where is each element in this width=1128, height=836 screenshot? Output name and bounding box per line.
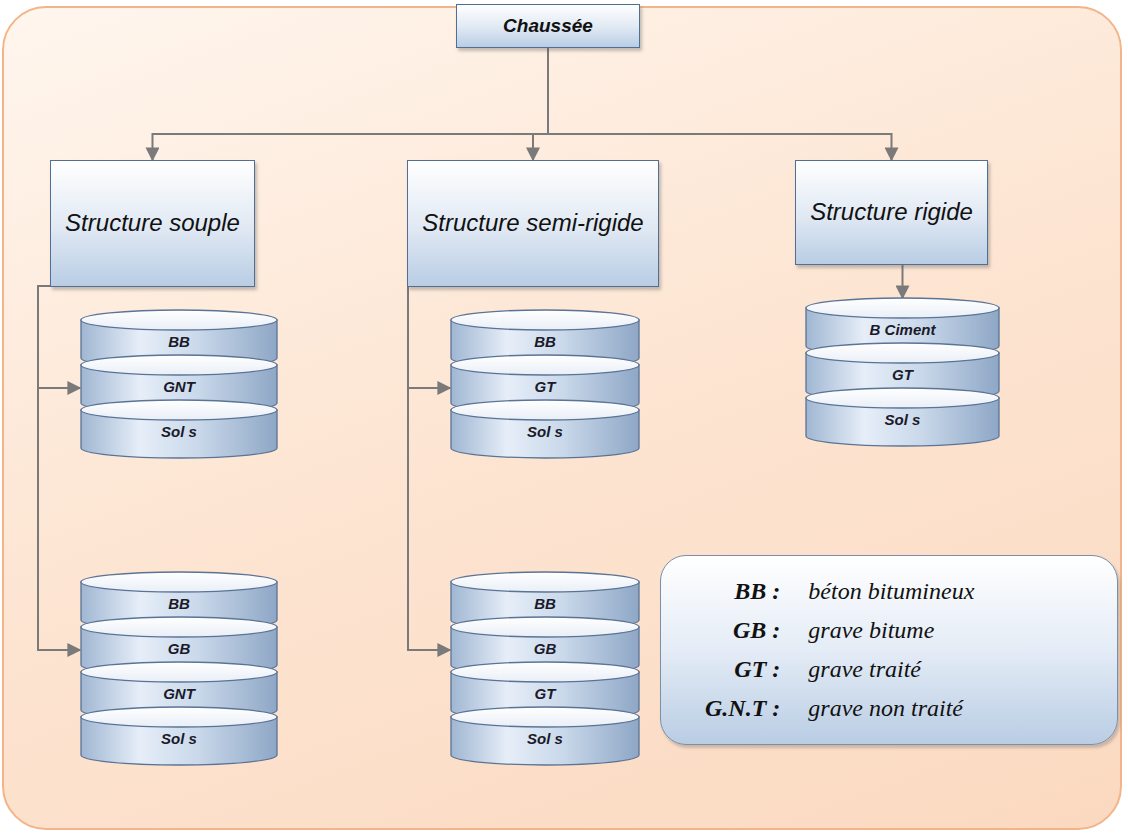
node-label: Sol s xyxy=(450,421,640,443)
node-label: Structure rigide xyxy=(810,195,973,230)
connector-arrow xyxy=(902,265,904,298)
node-label: Sol s xyxy=(80,421,278,443)
node-label: GNT xyxy=(80,683,278,705)
structure-box: Structure semi-rigide xyxy=(407,160,658,287)
node-label: GB xyxy=(80,638,278,660)
layer-cylinder: Sol s xyxy=(80,707,278,765)
legend-description: grave traité xyxy=(808,655,1093,684)
legend-description: grave bitume xyxy=(808,616,1093,645)
node-label: Structure souple xyxy=(65,206,240,241)
node-label: Structure semi-rigide xyxy=(422,206,643,241)
legend-key: BB : xyxy=(705,577,780,606)
legend-key: GB : xyxy=(705,616,780,645)
node-label: BB xyxy=(80,593,278,615)
node-label: Chaussée xyxy=(503,12,593,40)
layer-cylinder: Sol s xyxy=(80,400,278,458)
structure-box: Structure souple xyxy=(50,160,255,287)
node-label: GT xyxy=(805,364,1000,386)
legend-key: G.N.T : xyxy=(705,694,780,723)
node-label: Sol s xyxy=(805,409,1000,431)
connector-arrow xyxy=(533,48,548,160)
legend-description: béton bitumineux xyxy=(808,577,1093,606)
layer-cylinder: Sol s xyxy=(450,707,640,765)
connector-arrow xyxy=(152,48,548,160)
legend-key: GT : xyxy=(705,655,780,684)
node-label: GT xyxy=(450,683,640,705)
legend-description: grave non traité xyxy=(808,694,1093,723)
layer-cylinder: Sol s xyxy=(805,388,1000,446)
node-label: GB xyxy=(450,638,640,660)
connector-arrow xyxy=(408,286,450,388)
node-label: Sol s xyxy=(80,728,278,750)
node-label: BB xyxy=(450,331,640,353)
connector-arrow xyxy=(548,48,892,160)
title-box: Chaussée xyxy=(456,4,640,48)
node-label: BB xyxy=(80,331,278,353)
structure-box: Structure rigide xyxy=(795,160,988,265)
node-label: Sol s xyxy=(450,728,640,750)
node-label: GT xyxy=(450,376,640,398)
layer-cylinder: Sol s xyxy=(450,400,640,458)
node-label: BB xyxy=(450,593,640,615)
node-label: GNT xyxy=(80,376,278,398)
legend-box: BB : béton bitumineux GB : grave bitume GT :… xyxy=(660,555,1118,745)
node-label: B Ciment xyxy=(805,319,1000,341)
connector-arrow xyxy=(408,286,450,650)
